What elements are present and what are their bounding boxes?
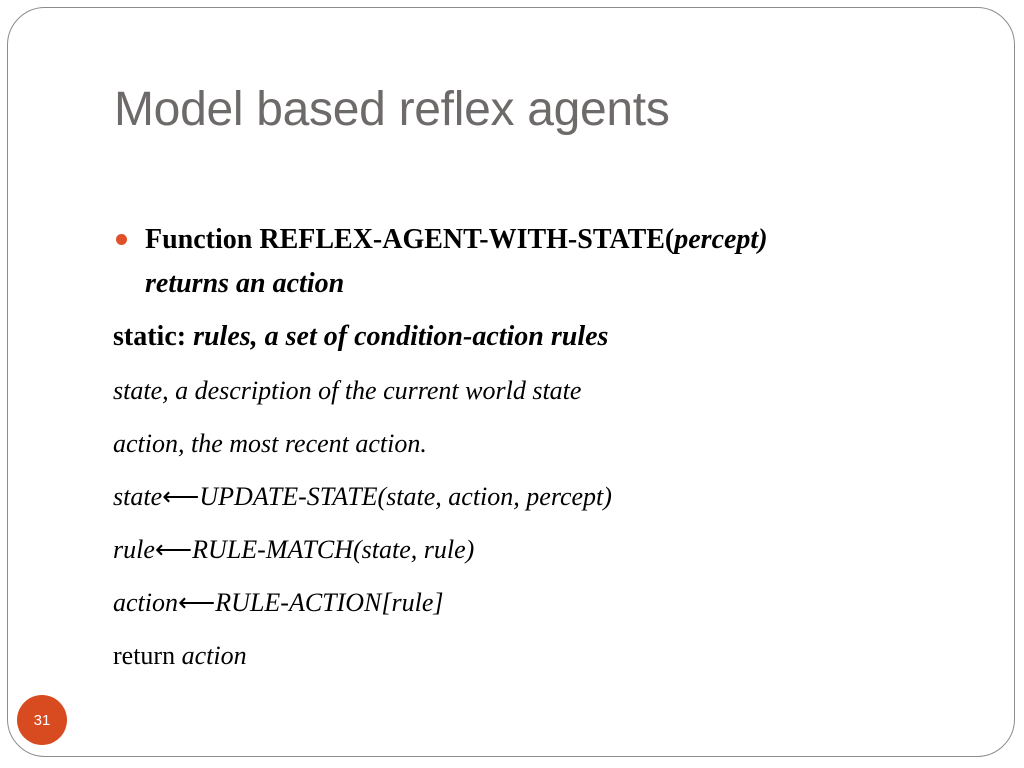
match-lhs: rule (113, 535, 155, 564)
match-rhs: RULE-MATCH(state, rule) (192, 535, 475, 564)
return-value: action (181, 641, 247, 670)
function-signature-line: Function REFLEX-AGENT-WITH-STATE(percept… (145, 224, 768, 256)
static-label: static: (113, 321, 194, 352)
slide-frame (7, 7, 1015, 757)
function-returns-line: returns an action (145, 268, 345, 299)
function-signature-param: percept) (674, 224, 768, 255)
left-arrow-icon: ⟵ (178, 588, 216, 617)
update-state-line: state⟵UPDATE-STATE(state, action, percep… (113, 482, 612, 512)
action-description-line: action, the most recent action. (113, 429, 427, 458)
state-description-line: state, a description of the current worl… (113, 376, 582, 405)
slide-title: Model based reflex agents (114, 83, 670, 136)
ract-lhs: action (113, 588, 178, 617)
bullet-dot-icon (116, 234, 127, 245)
static-text: rules, a set of condition-action rules (193, 321, 609, 352)
update-rhs: UPDATE-STATE(state, action, percept) (199, 482, 612, 511)
left-arrow-icon: ⟵ (162, 482, 200, 511)
update-lhs: state (113, 482, 163, 511)
return-line: return action (113, 641, 247, 671)
static-line: static: rules, a set of condition-action… (113, 321, 608, 353)
page-number-badge: 31 (17, 695, 67, 745)
rule-action-line: action⟵RULE-ACTION[rule] (113, 588, 444, 618)
rule-match-line: rule⟵RULE-MATCH(state, rule) (113, 535, 474, 565)
left-arrow-icon: ⟵ (154, 535, 193, 564)
function-signature-prefix: Function REFLEX-AGENT-WITH-STATE( (145, 224, 675, 255)
ract-rhs: RULE-ACTION[rule] (215, 588, 444, 617)
return-keyword: return (113, 641, 182, 670)
